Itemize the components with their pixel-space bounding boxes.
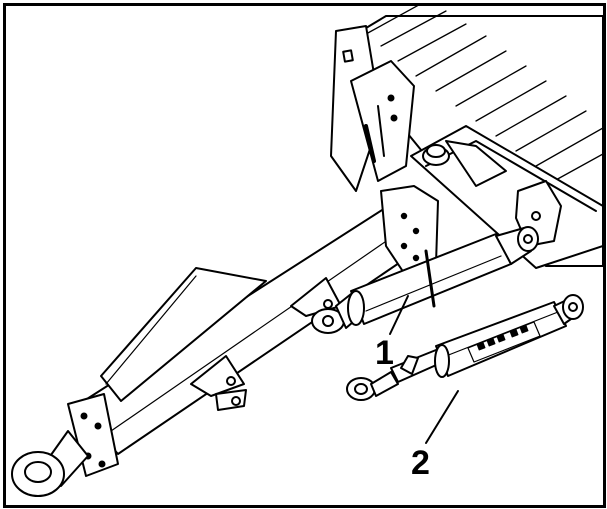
drawbar [11,185,439,497]
mounted-cylinder [311,226,539,334]
spare-cylinder [346,294,584,401]
mounting-mast [330,25,415,192]
callout-1: 1 [375,334,394,372]
machine-drawing [11,6,603,497]
callout-2: 2 [411,444,430,482]
leader-lines [389,295,459,444]
figure-frame: 1 2 [3,3,606,508]
cylinder-label [467,321,541,363]
